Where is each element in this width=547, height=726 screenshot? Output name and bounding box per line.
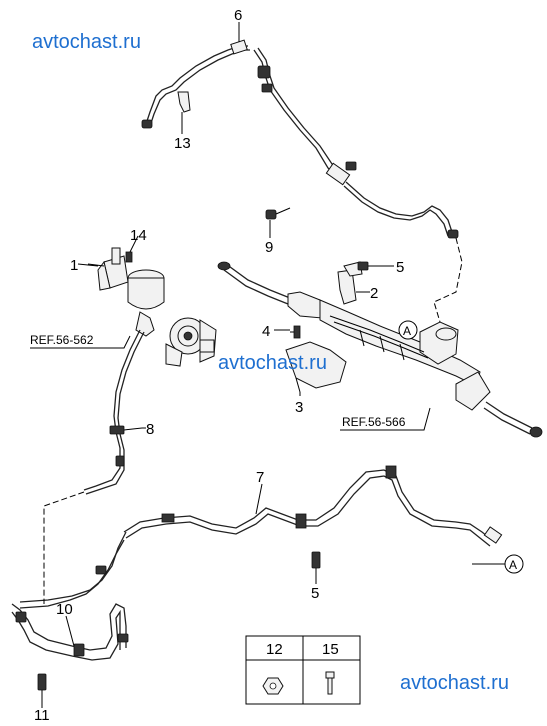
callout-4: 4 xyxy=(262,323,270,340)
leader-lines xyxy=(30,22,506,708)
bolt-5-lower xyxy=(311,551,321,580)
clamp-13 xyxy=(177,91,191,128)
callout-7: 7 xyxy=(256,469,264,486)
nut-icon xyxy=(262,677,284,695)
callout-1: 1 xyxy=(70,257,78,274)
callout-2: 2 xyxy=(370,285,378,302)
heat-shield-3 xyxy=(285,341,347,393)
bolt-14 xyxy=(125,239,137,263)
callout-14: 14 xyxy=(130,227,147,244)
bracket-2 xyxy=(337,261,370,305)
bracket-1 xyxy=(87,247,129,291)
callout-8: 8 xyxy=(146,421,154,438)
legend-table: 12 15 xyxy=(245,635,361,705)
callout-10: 10 xyxy=(56,601,73,618)
ref-label-pump: REF.56-562 xyxy=(30,333,94,347)
connection-marker-a-lower: A xyxy=(504,554,524,574)
legend-header-15: 15 xyxy=(322,641,339,658)
steering-gear-assembly xyxy=(217,261,543,438)
svg-text:A: A xyxy=(509,558,517,572)
callout-3: 3 xyxy=(295,399,303,416)
svg-text:A: A xyxy=(403,324,411,338)
watermark-middle: avtochast.ru xyxy=(218,352,327,374)
legend-header-12: 12 xyxy=(266,641,283,658)
connection-lines xyxy=(43,237,463,604)
reservoir-and-pump xyxy=(127,269,217,367)
watermark-top: avtochast.ru xyxy=(32,31,141,53)
callout-6: 6 xyxy=(234,7,242,24)
bolt-4 xyxy=(290,325,301,339)
bolt-9 xyxy=(265,207,291,232)
watermark-bottom: avtochast.ru xyxy=(400,672,509,694)
callout-11: 11 xyxy=(34,707,50,724)
callout-5-upper: 5 xyxy=(396,259,404,276)
bolt-icon xyxy=(325,671,335,695)
return-hose-upper xyxy=(83,329,145,495)
return-hose-7 xyxy=(19,465,503,609)
callout-5-lower: 5 xyxy=(311,585,319,602)
callout-9: 9 xyxy=(265,239,273,256)
callout-13: 13 xyxy=(174,135,191,152)
bolt-5-upper xyxy=(357,261,382,271)
connection-marker-a-upper: A xyxy=(398,320,418,340)
pressure-hose-6 xyxy=(141,39,459,239)
ref-label-gear: REF.56-566 xyxy=(342,415,406,429)
cooler-pipe-10 xyxy=(11,603,129,661)
bolt-11 xyxy=(37,673,47,704)
